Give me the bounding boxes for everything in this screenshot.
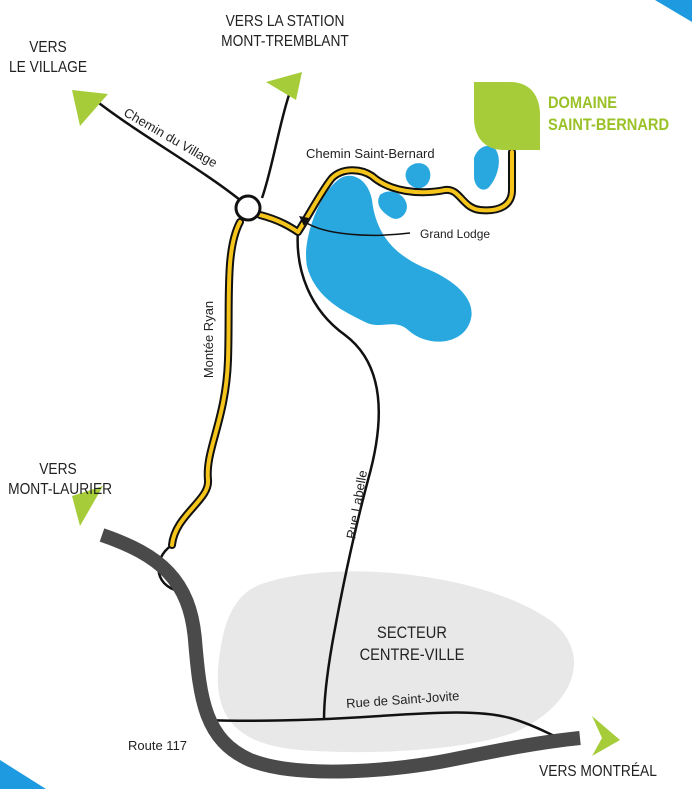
main-lake [306, 175, 472, 342]
secteur-centre-ville-label: SECTEUR CENTRE-VILLE [359, 623, 465, 664]
destination-mont-laurier-label: VERS MONT-LAURIER [8, 461, 113, 498]
small-lake-3 [474, 145, 499, 190]
domaine-saint-bernard-label: DOMAINE SAINT-BERNARD [548, 93, 670, 134]
direction-arrow-icon-montreal [592, 716, 620, 756]
highway-route-117 [99, 528, 581, 779]
direction-arrow-icon-station [266, 72, 302, 100]
destination-station-label: VERS LA STATION MONT-TREMBLANT [221, 13, 349, 50]
montee-ryan-label: Montée Ryan [201, 300, 217, 379]
roundabout-icon [234, 194, 262, 222]
road-rue-de-saint-jovite [204, 711, 561, 740]
corner-accent-bottom-left [0, 760, 46, 789]
road-to-station [260, 91, 292, 199]
direction-arrow-icon-village [72, 90, 108, 126]
highlighted-route [168, 148, 516, 549]
corner-accent-top-right [655, 0, 692, 22]
road-rue-labelle [296, 229, 381, 721]
small-lake-2 [405, 163, 431, 189]
destination-village-label: VERS LE VILLAGE [8, 39, 88, 76]
grand-lodge-label: Grand Lodge [420, 227, 491, 241]
chemin-saint-bernard-label: Chemin Saint-Bernard [306, 146, 435, 161]
route-117-label: Route 117 [128, 738, 188, 753]
small-lake-1 [378, 191, 407, 219]
leaf-logo-icon [474, 82, 540, 150]
downtown-zone [217, 571, 574, 753]
destination-montreal-label: VERS MONTRÉAL [539, 763, 657, 780]
direction-arrow-icon-mont-laurier [72, 486, 103, 526]
grand-lodge-arrow-icon [299, 216, 309, 226]
grand-lodge-pointer [304, 221, 411, 237]
road-chemin-du-village [94, 99, 241, 201]
